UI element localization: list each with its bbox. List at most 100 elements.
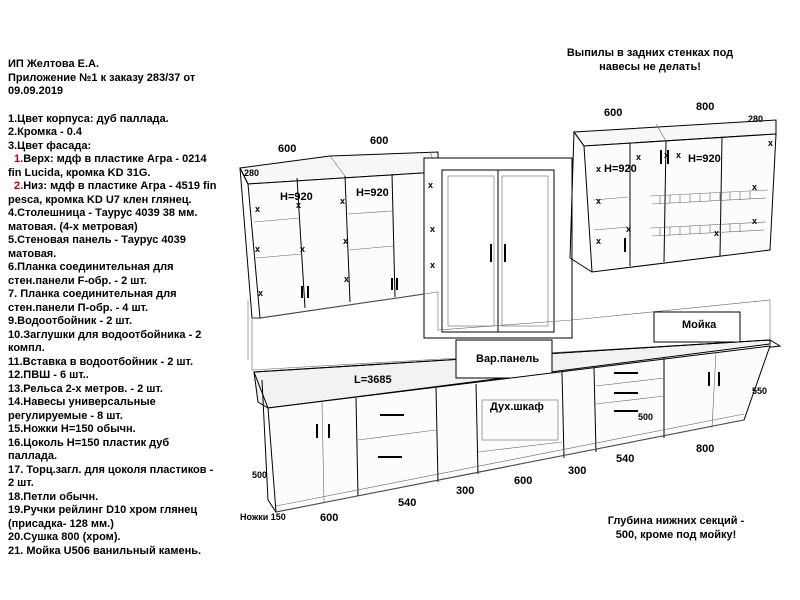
spec-item: паллада. xyxy=(8,450,58,462)
drawing-labels: 600 600 280 H=920 H=920 600 800 280 H=92… xyxy=(240,101,767,524)
note-back-panels: Выпилы в задних стенках под навесы не де… xyxy=(560,46,740,74)
dim-upper-left-depth: 280 xyxy=(244,168,259,178)
spec-item: 21. Мойка U506 ванильный камень. xyxy=(8,544,202,557)
dim-lower-6: 540 xyxy=(616,453,634,465)
height-upper-left-2: H=920 xyxy=(356,187,389,199)
hinge-marker: x xyxy=(343,236,348,246)
sink-label: Мойка xyxy=(682,319,717,331)
handle-icon xyxy=(660,150,662,164)
handle-icon xyxy=(624,238,626,252)
spec-item: 14.Навесы универсальные xyxy=(8,396,156,408)
spec-header-line: Приложение №1 к заказу 283/37 от xyxy=(8,71,196,84)
hinge-marker: x xyxy=(676,150,681,160)
spec-item: 13.Рельса 2-х метров. - 2 шт. xyxy=(8,382,163,395)
dim-upper-right-1: 600 xyxy=(604,107,622,119)
hinge-marker: x xyxy=(340,196,345,206)
handle-icon xyxy=(328,424,330,438)
spec-item: 18.Петли обычн. xyxy=(8,490,99,503)
note-line: навесы не делать! xyxy=(599,61,701,73)
spec-item: 6.Планка соединительная для xyxy=(8,261,174,273)
hinge-marker: x xyxy=(768,138,773,148)
handle-icon xyxy=(316,424,318,438)
oven-label: Дух.шкаф xyxy=(490,401,544,413)
hinge-marker: x xyxy=(752,216,757,226)
note-lower-depth: Глубина нижних секций - 500, кроме под м… xyxy=(586,514,766,542)
spec-item: 5.Стеновая панель - Таурус 4039 xyxy=(8,234,186,246)
hinge-marker: x xyxy=(428,180,433,190)
hinge-marker: x xyxy=(430,224,435,234)
upper-right-cabinets xyxy=(569,119,777,273)
hinge-marker: x xyxy=(596,164,601,174)
facade-bottom-line: 2.Низ: мдф в пластике Агра - 4519 fin xyxy=(8,180,230,194)
spec-item: стен.панели F-обр. - 2 шт. xyxy=(8,274,147,287)
spec-item: 2 шт. xyxy=(8,477,34,489)
spec-item: стен.панели П-обр. - 4 шт. xyxy=(8,301,149,314)
dim-upper-right-2: 800 xyxy=(696,101,714,113)
hinge-marker: x xyxy=(596,236,601,246)
dim-lower-depth-mid: 500 xyxy=(638,412,653,422)
spec-item: 17. Торц.загл. для цоколя пластиков - xyxy=(8,463,214,476)
spec-item: 19.Ручки рейлинг D10 хром глянец xyxy=(8,504,198,516)
handle-icon xyxy=(718,372,720,386)
dim-lower-3: 300 xyxy=(456,485,474,497)
spec-item: матовая. xyxy=(8,247,57,260)
note-line: 500, кроме под мойку! xyxy=(615,529,737,541)
height-upper-right-2: H=920 xyxy=(688,153,721,165)
handle-icon xyxy=(396,278,398,290)
spec-item: 20.Сушка 800 (хром). xyxy=(8,531,121,543)
facade-bottom-text: Низ: мдф в пластике Агра - 4519 fin xyxy=(23,180,217,192)
wall-panel xyxy=(247,291,771,371)
note-line: Глубина нижних секций - xyxy=(607,515,745,527)
dim-upper-left-1: 600 xyxy=(278,143,296,155)
height-upper-right-1: H=920 xyxy=(604,163,637,175)
handle-icon xyxy=(708,372,710,386)
spec-item: регулируемые - 8 шт. xyxy=(8,409,123,422)
note-line: Выпилы в задних стенках под xyxy=(566,47,734,59)
hinge-marker: x xyxy=(296,200,301,210)
hinge-marker: x xyxy=(344,274,349,284)
facade-top-text: Верх: мдф в пластике Агра - 0214 xyxy=(23,153,207,165)
spec-item: 15.Ножки Н=150 обычн. xyxy=(8,423,136,435)
spec-header-line: 09.09.2019 xyxy=(8,85,64,97)
dim-lower-7: 800 xyxy=(696,443,714,455)
hinge-marker: x xyxy=(664,150,669,160)
spec-item: 3.Цвет фасада: xyxy=(8,139,92,152)
facade-top-line: 1.Верх: мдф в пластике Агра - 0214 xyxy=(8,153,230,167)
window xyxy=(423,157,573,339)
dim-upper-right-depth: 280 xyxy=(748,114,763,124)
dim-upper-left-2: 600 xyxy=(370,135,388,147)
handle-icon xyxy=(307,286,309,298)
countertop-length: L=3685 xyxy=(354,374,392,386)
hinge-marker: x xyxy=(714,228,719,238)
facade-bottom-number: 2. xyxy=(14,180,24,192)
sink-bowl xyxy=(653,311,741,343)
hinge-marker: x xyxy=(255,244,260,254)
countertop xyxy=(253,311,782,409)
dim-lower-2: 540 xyxy=(398,497,416,509)
handle-icon xyxy=(301,286,303,298)
height-upper-left-1: H=920 xyxy=(280,191,313,203)
hinge-marker: x xyxy=(258,288,263,298)
facade-top-text-cont: fin Lucida, кромка KD 31G. xyxy=(8,166,151,179)
hinge-marker: x xyxy=(300,244,305,254)
window-handle-icon xyxy=(490,244,492,262)
spec-item: 10.Заглушки для водоотбойника - 2 xyxy=(8,328,202,341)
spec-item: 16.Цоколь Н=150 пластик дуб xyxy=(8,436,170,449)
facade-bottom-text-cont: pesca, кромка KD U7 клен глянец. xyxy=(8,193,192,206)
spec-item: 12.ПВШ - 6 шт.. xyxy=(8,369,89,381)
spec-header-line: ИП Желтова Е.А. xyxy=(8,58,100,70)
spec-item: 4.Столешница - Таурус 4039 38 мм. xyxy=(8,207,198,219)
dim-lower-depth-right: 550 xyxy=(752,386,767,396)
spec-item: (присадка- 128 мм.) xyxy=(8,517,114,530)
hinge-marker: x xyxy=(636,152,641,162)
handle-icon xyxy=(614,410,638,412)
handle-icon xyxy=(378,456,402,458)
handle-icon xyxy=(614,392,638,394)
window-handle-icon xyxy=(504,244,506,262)
dim-lower-4: 600 xyxy=(514,475,532,487)
handle-icon xyxy=(667,150,669,164)
spec-item: компл. xyxy=(8,342,45,354)
